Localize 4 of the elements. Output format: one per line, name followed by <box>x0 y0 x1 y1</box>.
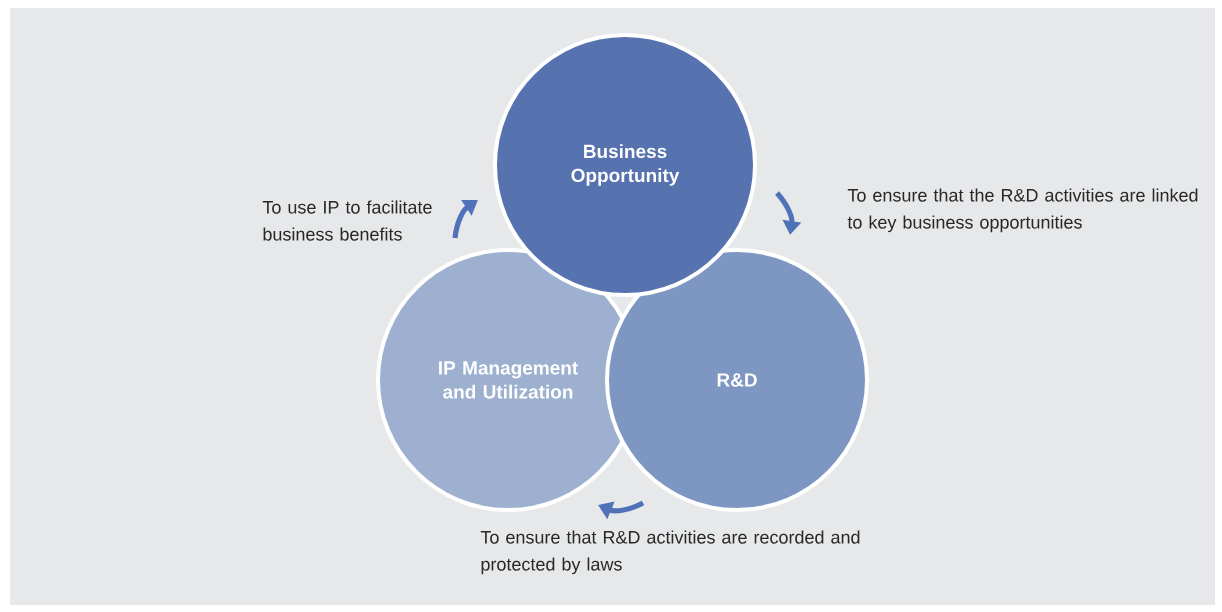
curved-arrow <box>452 199 478 239</box>
edge-label: To use IP to facilitate business benefits <box>262 200 432 241</box>
edge-label: To ensure that the R&D activities are linked to key business opportunities <box>847 188 1198 233</box>
edge-label: To ensure that R&D activities are recorded and protected by laws <box>480 530 860 575</box>
